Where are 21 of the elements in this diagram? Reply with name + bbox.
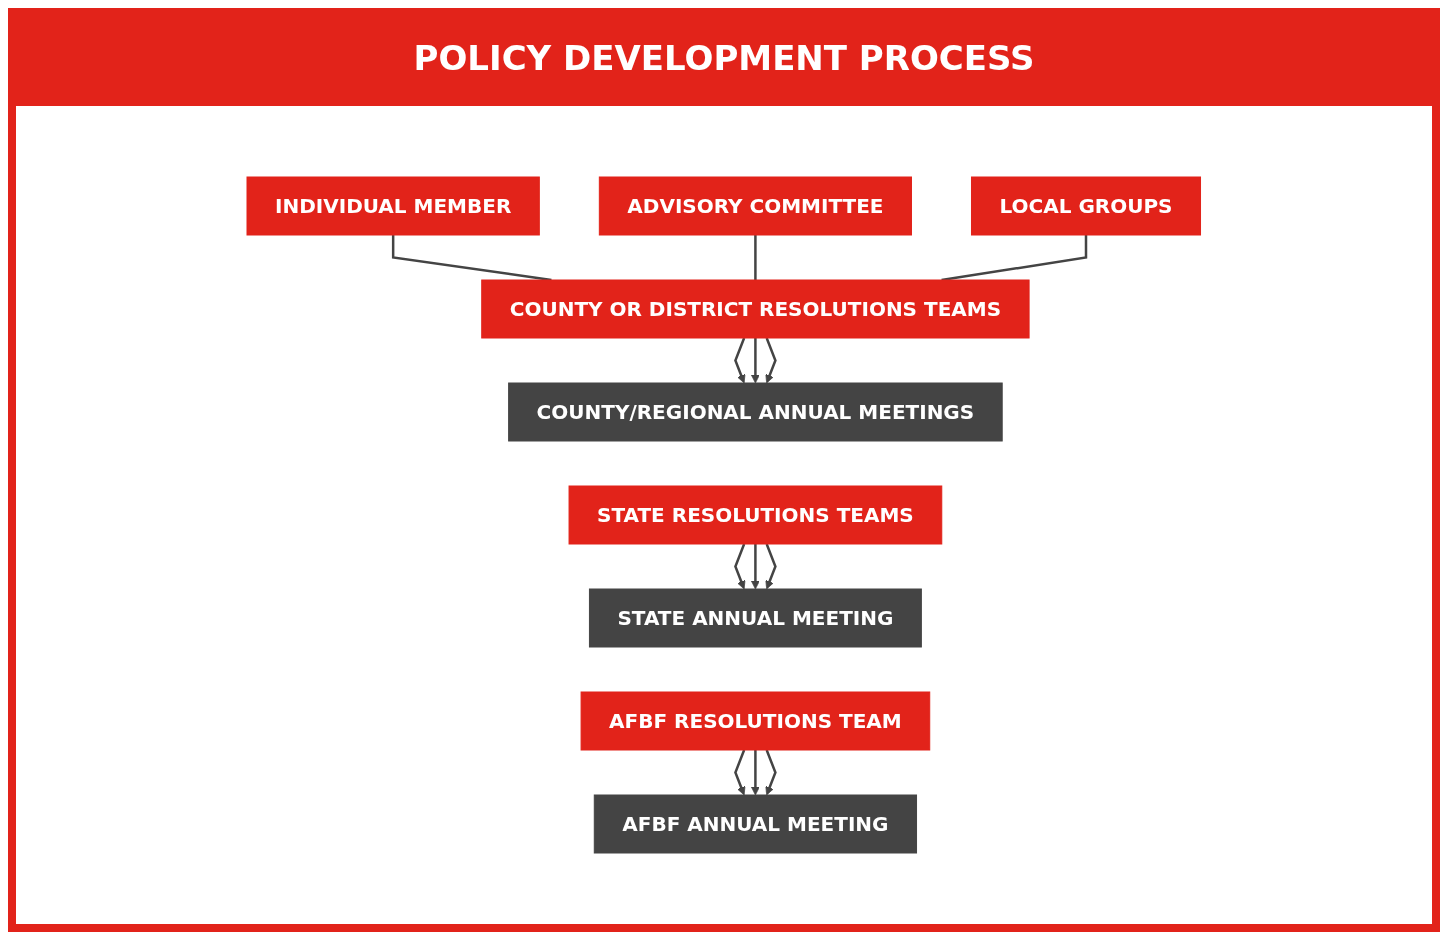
node-box: AFBF RESOLUTIONS TEAM: [580, 691, 931, 751]
arrow: [765, 749, 777, 796]
node-box: ADVISORY COMMITTEE: [599, 176, 913, 236]
node-box: COUNTY/REGIONAL ANNUAL MEETINGS: [508, 382, 1003, 442]
connector: [941, 235, 1088, 282]
arrow: [751, 544, 761, 590]
connector: [392, 235, 552, 282]
arrow: [751, 338, 761, 384]
node-box: AFBF ANNUAL MEETING: [594, 794, 918, 854]
arrow: [751, 750, 761, 796]
node-box: STATE RESOLUTIONS TEAMS: [568, 485, 943, 545]
node-box: INDIVIDUAL MEMBER: [246, 176, 541, 236]
arrow: [734, 543, 746, 590]
arrow: [765, 543, 777, 590]
arrow: [734, 337, 746, 384]
node-box: LOCAL GROUPS: [971, 176, 1202, 236]
arrow: [765, 337, 777, 384]
arrow: [734, 749, 746, 796]
connector: [754, 235, 757, 280]
node-box: STATE ANNUAL MEETING: [589, 588, 923, 648]
node-box: COUNTY OR DISTRICT RESOLUTIONS TEAMS: [481, 279, 1030, 339]
